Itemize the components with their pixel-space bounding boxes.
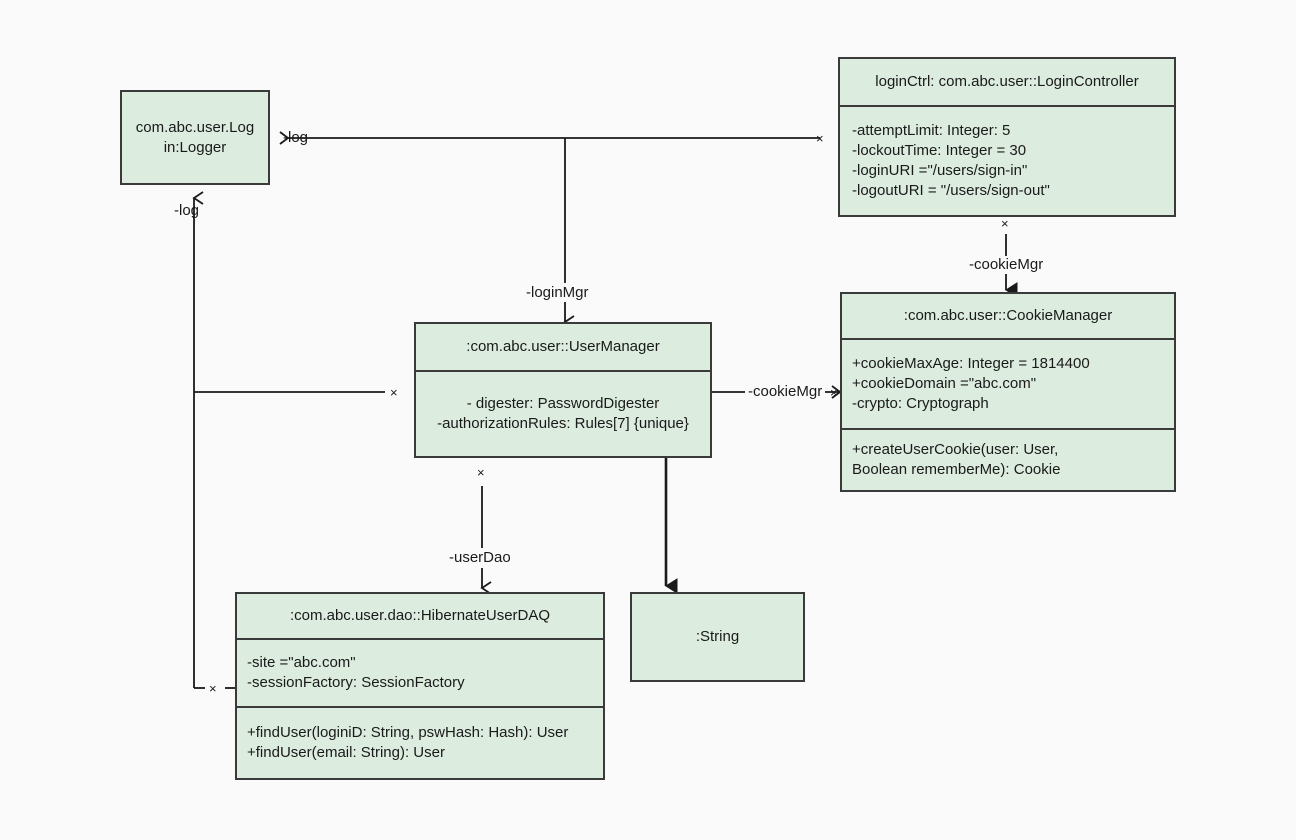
login-controller-attributes: -attemptLimit: Integer: 5 -lockoutTime: … xyxy=(840,105,1174,215)
edge-label-log-controller: -log xyxy=(283,129,309,146)
edge-label-cookie-mgr-controller: -cookieMgr xyxy=(966,256,1047,274)
user-manager-attributes: - digester: PasswordDigester -authorizat… xyxy=(416,370,710,456)
edge-label-cookie-mgr-manager: -cookieMgr xyxy=(745,383,826,401)
cross-marker-hibernate-user-dao-left: × xyxy=(209,681,217,696)
hibernate-user-dao-name: :com.abc.user.dao::HibernateUserDAQ xyxy=(289,607,551,624)
user-manager-name: :com.abc.user::UserManager xyxy=(466,338,660,355)
cookie-manager-name: :com.abc.user::CookieManager xyxy=(903,307,1113,324)
cross-marker-login-controller-cookie: × xyxy=(1001,216,1009,231)
edge-label-log-trunk: -log xyxy=(174,202,200,219)
object-box-login-controller[interactable]: loginCtrl: com.abc.user::LoginController… xyxy=(838,57,1176,217)
cross-marker-user-manager-bottom: × xyxy=(477,465,485,480)
string-name: :String xyxy=(695,628,740,645)
object-box-cookie-manager[interactable]: :com.abc.user::CookieManager +cookieMaxA… xyxy=(840,292,1176,492)
login-controller-name: loginCtrl: com.abc.user::LoginController xyxy=(875,73,1139,90)
cross-marker-login-controller-log: × xyxy=(816,131,824,146)
object-box-logger[interactable]: com.abc.user.Log in:Logger xyxy=(120,90,270,185)
edge-label-user-dao: -userDao xyxy=(446,549,514,567)
edge-label-login-mgr: -loginMgr xyxy=(523,284,592,302)
object-box-hibernate-user-dao[interactable]: :com.abc.user.dao::HibernateUserDAQ -sit… xyxy=(235,592,605,780)
cookie-manager-attributes: +cookieMaxAge: Integer = 1814400 +cookie… xyxy=(842,338,1174,428)
cross-marker-user-manager-right: × xyxy=(830,385,838,400)
hibernate-user-dao-operations: +findUser(loginiD: String, pswHash: Hash… xyxy=(237,706,603,778)
object-box-string[interactable]: :String xyxy=(630,592,805,682)
logger-name: com.abc.user.Log in:Logger xyxy=(135,118,255,156)
object-box-user-manager[interactable]: :com.abc.user::UserManager - digester: P… xyxy=(414,322,712,458)
hibernate-user-dao-attributes: -site ="abc.com" -sessionFactory: Sessio… xyxy=(237,638,603,706)
cross-marker-user-manager-left: × xyxy=(390,385,398,400)
cookie-manager-operations: +createUserCookie(user: User, Boolean re… xyxy=(842,428,1174,490)
